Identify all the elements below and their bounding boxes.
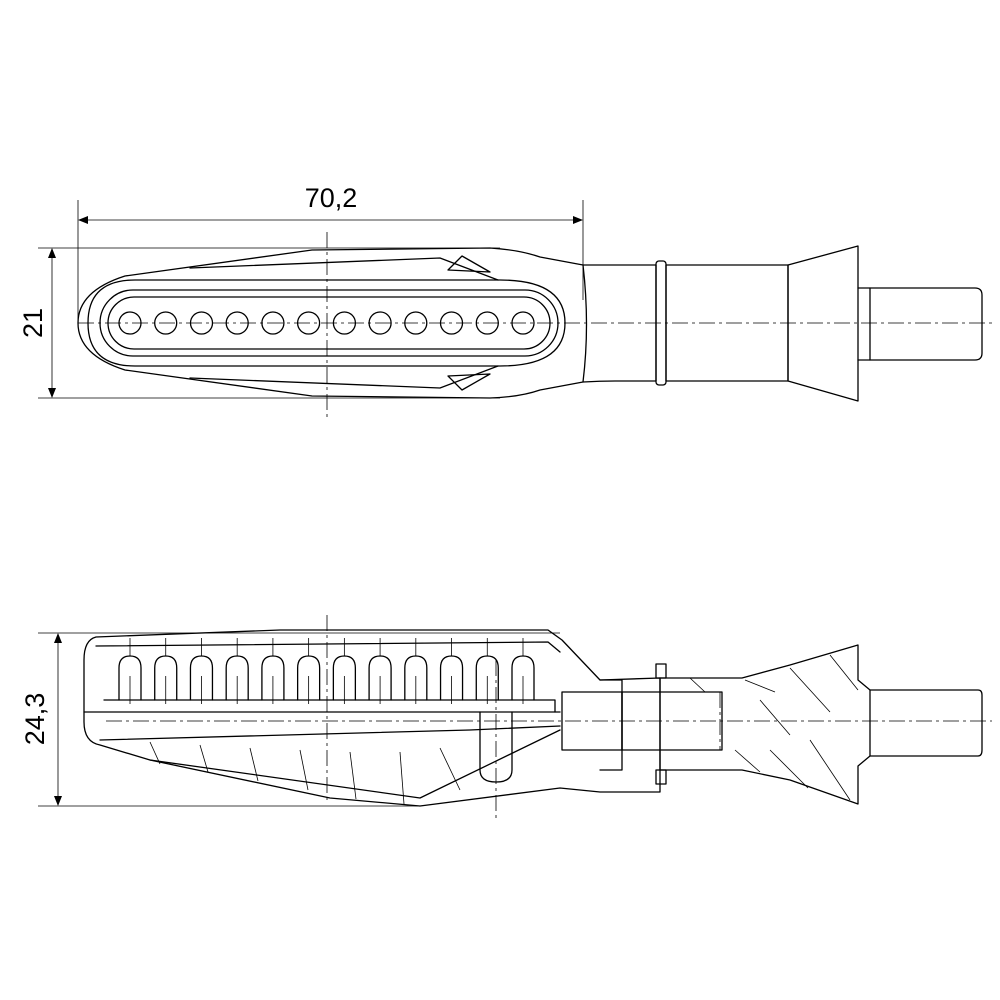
side-view: 24,3: [20, 615, 992, 818]
led-2: [154, 311, 178, 335]
length-label: 70,2: [305, 183, 358, 213]
lens-outer: [87, 279, 566, 367]
led-5: [261, 311, 285, 335]
lens-inner: [107, 296, 551, 350]
upper-direction-arrow-icon: [447, 255, 491, 273]
led-6: [296, 311, 321, 335]
stem-collar: [599, 679, 623, 771]
height-label: 24,3: [20, 693, 50, 746]
lower-direction-arrow-icon: [447, 373, 491, 391]
housing-hatch: [149, 741, 461, 805]
stem-neck: [582, 264, 657, 383]
mount-flange: [787, 245, 859, 402]
led-array: [118, 311, 535, 335]
wire-exit: [479, 711, 513, 783]
housing-outline: [77, 247, 588, 399]
stem-ring-top: [655, 663, 667, 679]
led-10: [439, 311, 464, 335]
side-lens-bottom-edge: [99, 725, 561, 741]
fin-base: [103, 699, 556, 713]
stem-section-hatch: [689, 654, 859, 801]
height-label: 21: [18, 308, 48, 338]
side-lower-shell: [149, 729, 561, 799]
led-11: [475, 311, 499, 335]
led-7: [332, 311, 357, 335]
mount-bolt: [857, 287, 983, 361]
led-12: [511, 311, 535, 335]
led-9: [404, 311, 428, 335]
led-3: [189, 311, 214, 335]
led-8: [368, 311, 392, 335]
side-view-height-dimension: 24,3: [20, 632, 560, 807]
led-4: [225, 311, 249, 335]
top-view-height-dimension: 21: [18, 247, 500, 399]
top-view-length-dimension: 70,2: [77, 183, 584, 322]
lens-frame: [99, 289, 559, 357]
stem-outer-profile: [659, 644, 983, 805]
side-lens-top-edge: [95, 641, 561, 653]
upper-ridge: [189, 257, 499, 281]
top-view: 70,2 21: [18, 183, 992, 420]
lower-ridge: [189, 365, 499, 389]
fin-array: [118, 638, 535, 704]
stem-ring-bottom: [655, 769, 667, 785]
led-1: [118, 311, 142, 335]
